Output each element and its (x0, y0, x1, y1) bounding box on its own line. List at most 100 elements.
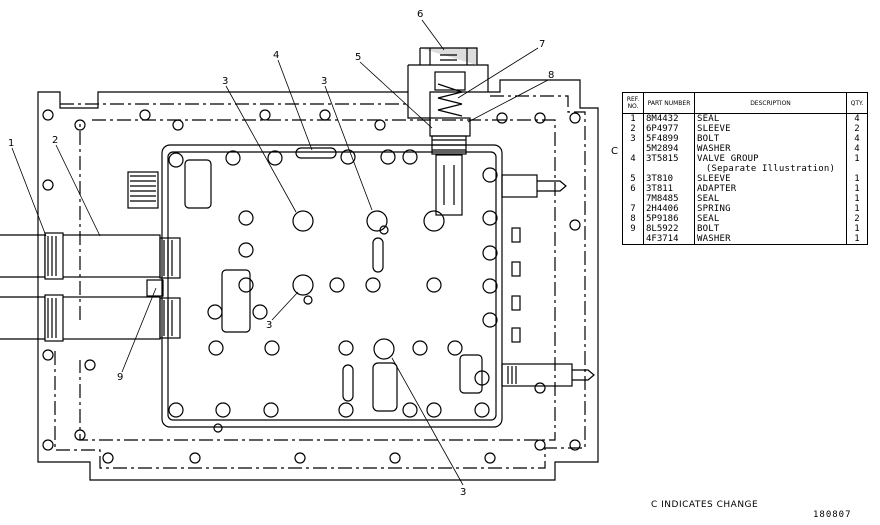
cell-desc: SEAL (694, 194, 847, 204)
cell-ref (622, 194, 644, 204)
slot (372, 362, 398, 412)
housing-outline (37, 79, 599, 481)
slot (372, 237, 384, 273)
cell-qty: 4 (846, 134, 868, 144)
cell-part: 3T5815 (643, 154, 695, 164)
cell-qty: 1 (846, 224, 868, 234)
cell-ref: 7 (622, 204, 644, 214)
slot (295, 147, 337, 159)
cell-desc: SEAL (694, 113, 847, 124)
callout-4: 4 (273, 50, 279, 61)
figure-number: 180807 (813, 510, 852, 520)
table-row: (Separate Illustration) (622, 164, 868, 174)
cell-desc: BOLT (694, 224, 847, 234)
cell-desc: BOLT (694, 134, 847, 144)
cell-desc: WASHER (694, 144, 847, 154)
callout-3a: 3 (222, 76, 228, 87)
cell-ref: 1 (622, 113, 644, 124)
cell-ref: 2 (622, 124, 644, 134)
cell-qty: 1 (846, 184, 868, 194)
cell-qty: 2 (846, 214, 868, 224)
cell-qty: 4 (846, 144, 868, 154)
callout-3b: 3 (321, 76, 327, 87)
header-ref-no: REF. NO. (622, 92, 644, 114)
cell-desc: SEAL (694, 214, 847, 224)
bolt-holes (168, 149, 498, 433)
cell-part: 5M2894 (643, 144, 695, 154)
cell-desc: SLEEVE (694, 174, 847, 184)
callout-9: 9 (117, 372, 123, 383)
header-qty: QTY. (846, 92, 868, 114)
callout-5: 5 (355, 52, 361, 63)
cell-part: 5P9186 (643, 214, 695, 224)
callout-3c: 3 (266, 320, 272, 331)
cell-part: 8M4432 (643, 113, 695, 124)
cell-ref: 9 (622, 224, 644, 234)
cell-part: 6P4977 (643, 124, 695, 134)
cell-ref (622, 164, 644, 174)
cell-part: 2H4406 (643, 204, 695, 214)
cell-ref: 6 (622, 184, 644, 194)
housing-bolt-holes (42, 109, 581, 464)
adapter-assembly (407, 47, 489, 216)
cell-desc: WASHER (694, 234, 847, 245)
slot (184, 159, 212, 209)
callout-1: 1 (8, 138, 14, 149)
cell-desc: SLEEVE (694, 124, 847, 134)
cell-ref: 5 (622, 174, 644, 184)
cell-part: 7M8485 (643, 194, 695, 204)
callout-6: 6 (417, 9, 423, 20)
cell-qty: 1 (846, 194, 868, 204)
inner-gasket-line (79, 119, 556, 441)
cell-desc: (Separate Illustration) (694, 164, 847, 174)
valve-body-inner (167, 151, 497, 421)
cell-part: 5F4899 (643, 134, 695, 144)
cell-desc: ADAPTER (694, 184, 847, 194)
valve-body-plate (161, 144, 503, 428)
cell-ref (622, 144, 644, 154)
table-header-row: REF. NO. PART NUMBER DESCRIPTION QTY. (622, 92, 868, 114)
header-description: DESCRIPTION (694, 92, 847, 114)
callout-labels: 1 2 3 3 3 3 4 5 6 7 8 9 (8, 9, 554, 498)
cell-part (643, 164, 695, 174)
housing-gasket-line (54, 95, 586, 469)
cell-ref: 4 (622, 154, 644, 164)
cell-desc: VALVE GROUP (694, 154, 847, 164)
cell-ref: 3 (622, 134, 644, 144)
change-marker: C (611, 146, 618, 157)
cell-qty: 4 (846, 113, 868, 124)
cell-qty: 2 (846, 124, 868, 134)
right-fittings (501, 174, 595, 387)
cell-qty: 1 (846, 174, 868, 184)
cell-qty: 1 (846, 154, 868, 164)
left-sleeves (0, 232, 181, 342)
header-part-number: PART NUMBER (643, 92, 695, 114)
cell-qty: 1 (846, 234, 868, 245)
cell-part: 3T810 (643, 174, 695, 184)
cell-part: 4F3714 (643, 234, 695, 245)
leader-lines (11, 19, 549, 486)
cell-qty (846, 164, 868, 174)
slot (459, 354, 483, 394)
threaded-fitting (127, 171, 159, 209)
callout-2: 2 (52, 135, 58, 146)
change-note: C INDICATES CHANGE (651, 500, 759, 510)
slot (221, 269, 251, 333)
cell-desc: SPRING (694, 204, 847, 214)
callout-3d: 3 (460, 487, 466, 498)
callout-8: 8 (548, 70, 554, 81)
cell-ref: 8 (622, 214, 644, 224)
